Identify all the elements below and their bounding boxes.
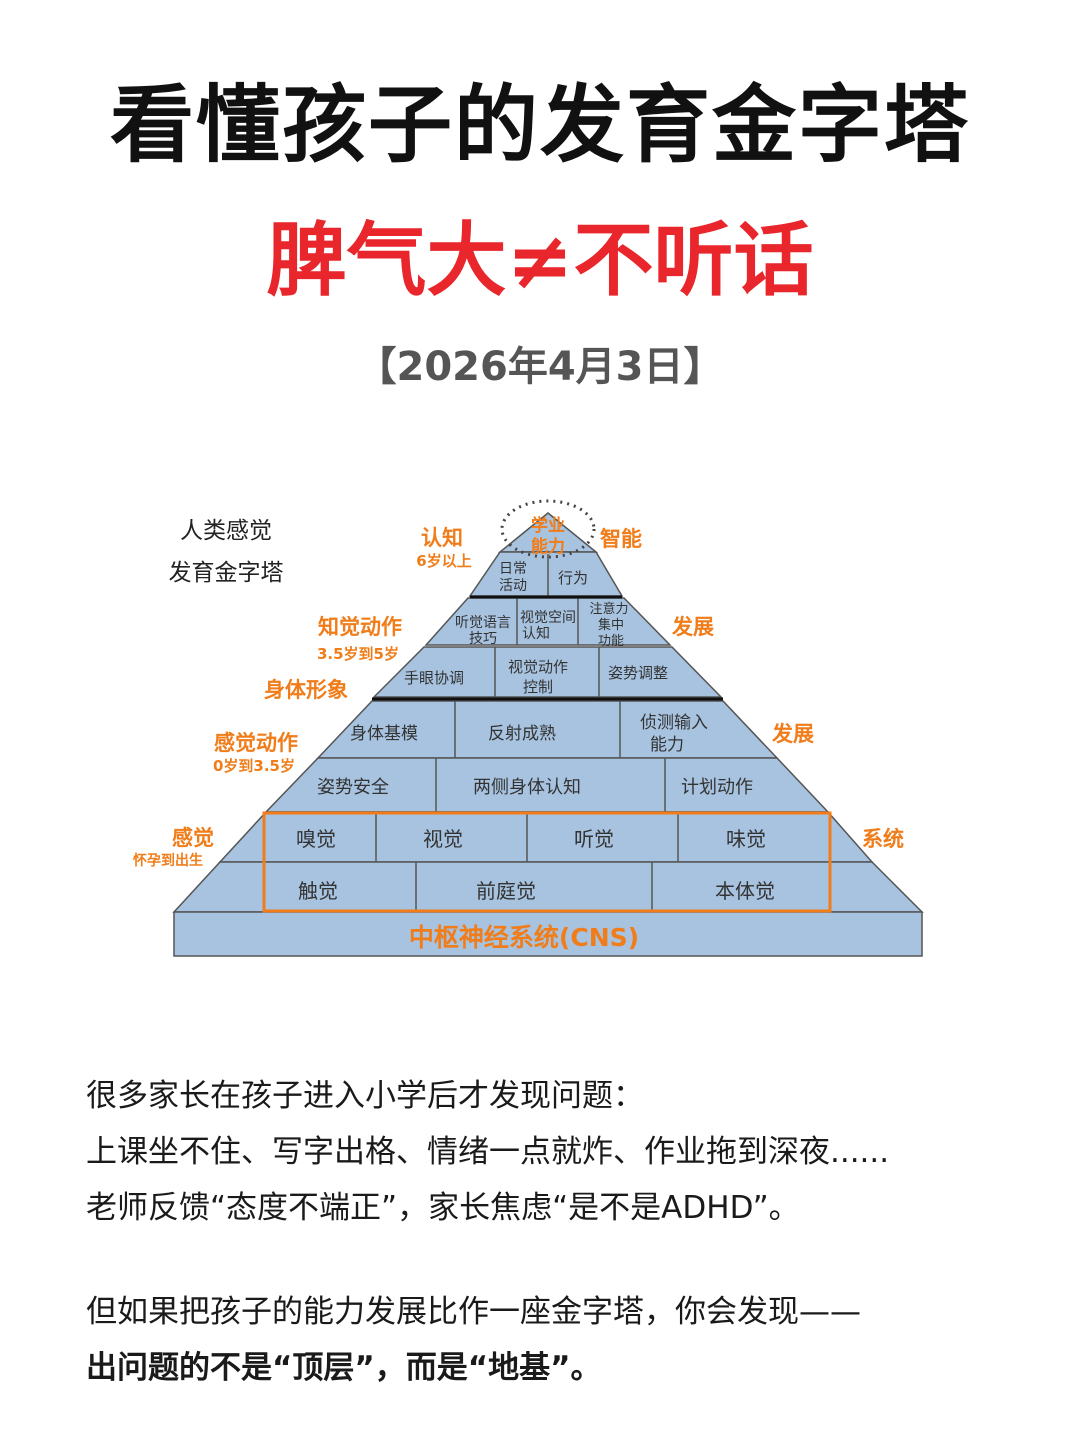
block-label: 本体觉	[715, 879, 775, 903]
block-label: 嗅觉	[296, 827, 336, 851]
stage-label: 身体形象	[264, 678, 348, 702]
block-label: 姿势安全	[317, 777, 389, 798]
block-label: 计划动作	[681, 777, 753, 798]
block-label: 反射成熟	[488, 723, 556, 744]
stage-age-label: 6岁以上	[416, 552, 471, 570]
article-body: 很多家长在孩子进入小学后才发现问题： 上课坐不住、写字出格、情绪一点就炸、作业拖…	[86, 1068, 1016, 1396]
stage-label: 感觉	[172, 826, 214, 850]
block-label: 控制	[523, 678, 553, 696]
page-subtitle: 脾气大≠不听话	[266, 214, 814, 307]
stage-right-label: 发展	[671, 615, 714, 639]
stage-age-label: 0岁到3.5岁	[213, 757, 295, 775]
block-label: 活动	[499, 578, 527, 594]
block-label: 视觉空间	[520, 610, 576, 626]
stage-age-label: 3.5岁到5岁	[317, 645, 399, 663]
block-label: 听觉语言	[455, 615, 511, 631]
pyramid-tier-7	[172, 861, 924, 913]
block-label: 日常	[499, 561, 527, 577]
stage-label: 感觉动作	[214, 731, 298, 755]
block-label: 听觉	[574, 827, 614, 851]
body-line: 老师反馈“态度不端正”，家长焦虑“是不是ADHD”。	[86, 1190, 800, 1226]
block-label: 认知	[522, 625, 550, 642]
diagram-corner-label: 人类感觉	[180, 518, 272, 544]
body-line: 上课坐不住、写字出格、情绪一点就炸、作业拖到深夜......	[86, 1134, 890, 1170]
block-label: 集中	[598, 617, 624, 633]
block-label: 注意力	[589, 601, 628, 617]
pyramid-base-block	[173, 911, 923, 957]
diagram-corner-label: 发育金字塔	[169, 560, 284, 586]
stage-label: 知觉动作	[318, 615, 402, 639]
body-line-emphasis: 出问题的不是“顶层”，而是“地基”。	[86, 1350, 602, 1386]
block-label: 姿势调整	[608, 664, 668, 682]
body-line: 但如果把孩子的能力发展比作一座金字塔，你会发现——	[86, 1294, 861, 1330]
block-label: 功能	[598, 634, 624, 649]
block-label: 触觉	[298, 879, 338, 903]
apex-highlight-ring	[500, 499, 596, 559]
block-label: 侦测输入	[640, 713, 708, 733]
block-label: 手眼协调	[404, 669, 464, 687]
block-label: 技巧	[469, 631, 497, 647]
sensory-highlight-frame	[262, 811, 832, 913]
stage-right-label: 系统	[862, 827, 904, 851]
stage-right-label: 智能	[600, 527, 642, 551]
apex-label: 学业	[531, 515, 565, 536]
block-label: 能力	[650, 735, 684, 755]
block-label: 味觉	[726, 827, 766, 851]
apex-label: 能力	[531, 536, 565, 557]
stage-label: 认知	[421, 526, 463, 550]
pyramid-tier-3	[372, 646, 723, 698]
date-label: 【2026年4月3日】	[356, 344, 724, 390]
block-label: 两侧身体认知	[473, 777, 581, 798]
development-pyramid-diagram: 人类感觉 发育金字塔	[133, 499, 924, 957]
block-label: 行为	[558, 569, 588, 587]
cns-base-label: 中枢神经系统(CNS)	[409, 923, 639, 952]
stage-age-label: 怀孕到出生	[133, 852, 203, 869]
block-label: 视觉动作	[508, 658, 568, 676]
block-label: 前庭觉	[476, 879, 536, 903]
pyramid-tier-1	[468, 551, 624, 597]
stage-right-label: 发展	[771, 722, 814, 746]
page-title: 看懂孩子的发育金字塔	[109, 76, 970, 174]
block-label: 视觉	[423, 827, 463, 851]
block-label: 身体基模	[350, 724, 418, 744]
body-line: 很多家长在孩子进入小学后才发现问题：	[86, 1078, 644, 1114]
